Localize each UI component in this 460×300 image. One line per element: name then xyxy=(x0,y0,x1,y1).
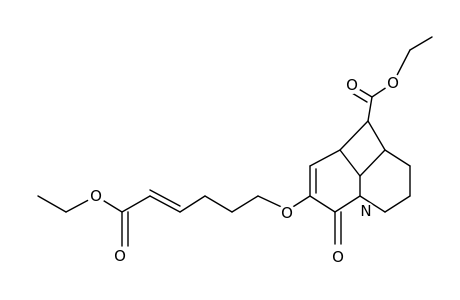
bond xyxy=(231,195,259,213)
bond xyxy=(367,96,373,122)
atom-bg xyxy=(87,187,105,205)
bond xyxy=(334,195,361,213)
bond xyxy=(339,149,361,177)
bond xyxy=(409,36,433,51)
atom-o-ester1-carbonyl: O xyxy=(346,76,358,94)
bond xyxy=(179,195,206,213)
atom-n1: N xyxy=(360,202,371,220)
atom-o-ester2-single: O xyxy=(90,187,102,205)
bond xyxy=(37,195,67,213)
atom-o-ester2-carbonyl: O xyxy=(114,247,126,265)
bond xyxy=(204,195,233,213)
bond xyxy=(121,195,151,213)
atom-o-ether: O xyxy=(281,204,293,222)
atom-o-lactam: O xyxy=(332,248,344,266)
bond xyxy=(359,195,386,213)
atom-bg xyxy=(111,247,129,265)
atom-bg xyxy=(357,202,375,220)
bond xyxy=(339,120,369,151)
bond xyxy=(309,149,341,167)
bond xyxy=(359,149,386,177)
atom-bg xyxy=(384,74,402,92)
atom-o-ester1-single: O xyxy=(387,74,399,92)
bond xyxy=(384,149,411,167)
bond xyxy=(149,195,181,213)
atom-bg xyxy=(343,76,361,94)
atom-bg xyxy=(329,248,347,266)
bond xyxy=(149,189,181,207)
bond xyxy=(367,120,386,151)
bond xyxy=(309,195,336,213)
bond xyxy=(384,195,411,213)
atom-label-layer: N O O O O O O xyxy=(87,74,402,266)
atom-bg xyxy=(278,204,296,222)
